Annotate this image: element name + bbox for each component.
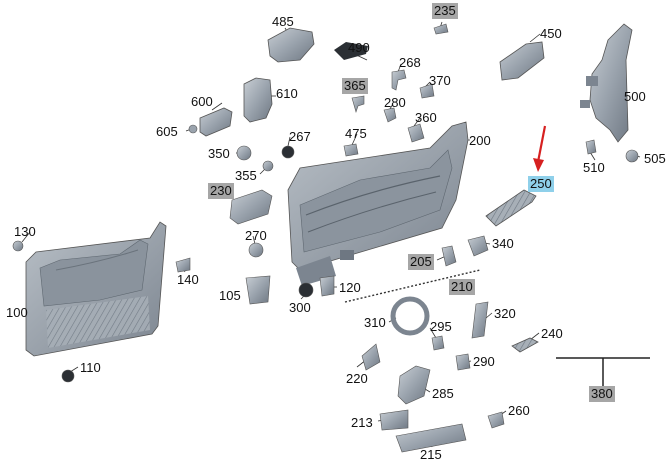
part-605-clip — [188, 124, 198, 134]
part-215-plate — [395, 423, 467, 453]
part-285-bracket — [397, 365, 431, 405]
part-490-trim — [334, 42, 368, 60]
label-510: 510 — [583, 160, 605, 175]
label-205: 205 — [408, 254, 434, 270]
reference-bracket-380 — [556, 357, 650, 386]
label-485: 485 — [272, 14, 294, 29]
label-355: 355 — [235, 168, 257, 183]
part-220-bracket — [361, 343, 381, 371]
label-295: 295 — [430, 319, 452, 334]
label-505: 505 — [644, 151, 666, 166]
part-267-grommet — [281, 145, 295, 159]
label-450: 450 — [540, 26, 562, 41]
label-380: 380 — [589, 386, 615, 402]
label-250-highlighted: 250 — [528, 176, 554, 192]
label-270: 270 — [245, 228, 267, 243]
label-260: 260 — [508, 403, 530, 418]
label-100: 100 — [6, 305, 28, 320]
part-270-grommet — [248, 242, 264, 258]
part-130-clip — [12, 240, 24, 252]
part-340-cover — [467, 235, 489, 257]
part-140-clip — [175, 257, 191, 273]
part-610-holder — [243, 77, 273, 123]
label-110: 110 — [80, 360, 101, 375]
label-235: 235 — [432, 3, 458, 19]
part-500-bracket — [580, 23, 633, 143]
part-120-clip — [319, 275, 335, 297]
part-260-hook — [487, 411, 505, 429]
part-450-cover — [499, 41, 545, 81]
label-310: 310 — [364, 315, 386, 330]
label-213: 213 — [351, 415, 373, 430]
label-140: 140 — [177, 272, 199, 287]
label-240: 240 — [541, 326, 563, 341]
part-205-pin — [441, 245, 457, 267]
part-250-vent-grille — [485, 189, 537, 227]
label-285: 285 — [432, 386, 454, 401]
label-290: 290 — [473, 354, 495, 369]
part-230-cover — [229, 189, 273, 225]
part-360-clip — [407, 123, 425, 143]
part-505-screw — [625, 149, 639, 163]
part-295-pin — [431, 335, 445, 351]
label-210: 210 — [449, 279, 475, 295]
label-105: 105 — [219, 288, 241, 303]
part-240-small-vent — [511, 337, 539, 353]
label-500: 500 — [624, 89, 646, 104]
part-600-tray — [199, 107, 233, 137]
label-370: 370 — [429, 73, 451, 88]
label-365: 365 — [342, 78, 368, 94]
part-485-tray — [267, 27, 315, 63]
label-220: 220 — [346, 371, 368, 386]
fasteners — [12, 69, 639, 453]
red-arrow — [533, 125, 547, 172]
part-280-clip — [383, 107, 397, 123]
part-365-screw — [351, 95, 365, 114]
part-310-seal — [390, 296, 430, 336]
part-213-plate — [379, 409, 409, 431]
part-300-grommet — [298, 282, 314, 298]
part-290-clip — [455, 353, 471, 371]
reference-line-210 — [344, 269, 481, 303]
part-235-clip — [433, 23, 449, 35]
label-300: 300 — [289, 300, 311, 315]
part-100-side-panel — [25, 221, 167, 357]
label-120: 120 — [339, 280, 361, 295]
label-280: 280 — [384, 95, 406, 110]
label-268: 268 — [399, 55, 421, 70]
part-350-grommet — [236, 145, 252, 161]
label-320: 320 — [494, 306, 516, 321]
label-475: 475 — [345, 126, 367, 141]
label-130: 130 — [14, 224, 36, 239]
label-610: 610 — [276, 86, 298, 101]
part-475-clip — [343, 143, 359, 157]
part-370-clip — [419, 83, 435, 99]
label-600: 600 — [191, 94, 213, 109]
part-510-clip — [585, 139, 597, 155]
label-267: 267 — [289, 129, 311, 144]
label-215: 215 — [420, 447, 442, 462]
part-355-cap — [262, 160, 274, 172]
part-110-grommet — [61, 369, 75, 383]
part-105-cup — [245, 275, 271, 305]
label-605: 605 — [156, 124, 178, 139]
part-320-strip — [471, 301, 489, 339]
label-360: 360 — [415, 110, 437, 125]
label-490: 490 — [348, 40, 370, 55]
label-340: 340 — [492, 236, 514, 251]
label-230: 230 — [208, 183, 234, 199]
label-350: 350 — [208, 146, 230, 161]
label-200: 200 — [469, 133, 491, 148]
part-268-pin — [391, 69, 407, 91]
part-200-rear-panel — [287, 121, 469, 286]
